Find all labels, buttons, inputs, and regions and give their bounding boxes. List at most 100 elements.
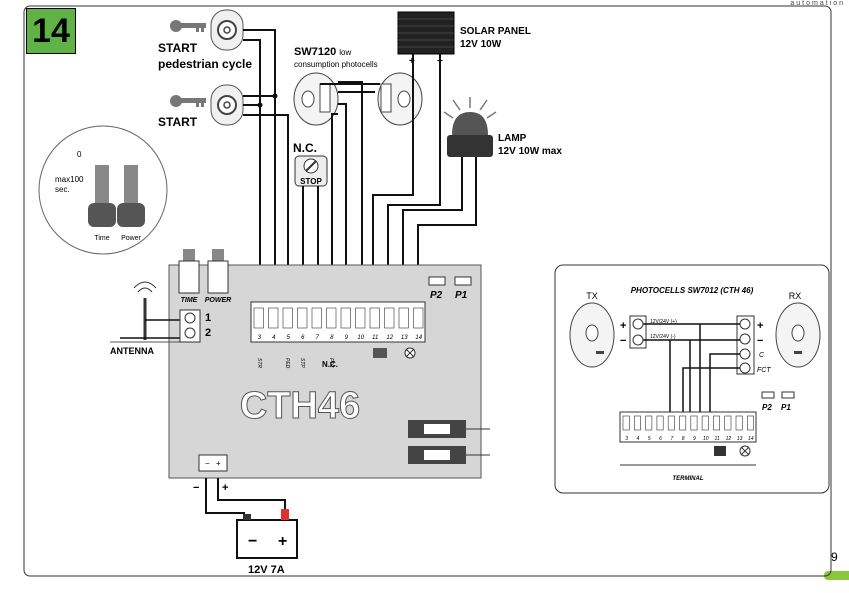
solar-panel: [397, 11, 455, 55]
inset-p2-label: P2: [762, 403, 772, 412]
terminal-cell: [633, 415, 641, 431]
tag-stp: STP: [299, 358, 305, 368]
terminal-cell: [384, 307, 395, 329]
trimmer-knobs-illustration: 0 max100 sec. Time Power: [38, 125, 168, 255]
inset-tx-label: TX: [586, 291, 598, 301]
terminal-cell: [340, 307, 351, 329]
inset-terminal-block: [619, 411, 757, 443]
antenna-pin-2: 2: [205, 327, 211, 339]
key-icon: [170, 20, 206, 32]
key-icon: [170, 95, 206, 107]
relay-1: [408, 420, 490, 438]
inset-solar-icon: [714, 446, 726, 456]
inset-title: PHOTOCELLS SW7012 (CTH 46): [631, 286, 754, 295]
relay-2: [408, 446, 490, 464]
key-switch-pedestrian: [170, 9, 244, 51]
lamp-label: LAMP: [498, 133, 527, 144]
terminal-cell: [398, 307, 409, 329]
knob-power-label: Power: [121, 235, 142, 242]
inset-c-label: C: [759, 352, 765, 359]
start-label: START: [158, 115, 198, 129]
pedestrian-cycle-label: pedestrian cycle: [158, 57, 252, 71]
terminal-cell: [679, 415, 687, 431]
terminal-number: 13: [737, 436, 743, 442]
solar-terminal-icon: [373, 348, 387, 358]
terminal-number: 11: [372, 335, 378, 341]
brand-text: automation: [790, 0, 845, 7]
terminal-number: 13: [401, 335, 408, 341]
inset-p1-label: P1: [781, 403, 791, 412]
page-frame: [23, 5, 832, 577]
terminal-number: 5: [648, 436, 651, 442]
terminal-number: 8: [682, 436, 685, 442]
figure-number-badge: 14: [26, 8, 76, 54]
terminal-cell: [355, 307, 366, 329]
stop-label: STOP: [300, 177, 322, 186]
terminal-number: 4: [637, 436, 640, 442]
tag-str: STR: [256, 358, 262, 368]
solar-panel-label: SOLAR PANEL: [460, 26, 531, 37]
terminal-number: 7: [670, 436, 673, 442]
terminal-number: 10: [357, 335, 364, 341]
inset-photocell-tx: [569, 302, 615, 368]
terminal-cell: [724, 415, 732, 431]
connector-minus: −: [205, 459, 210, 468]
inset-tx-minus: −: [620, 335, 626, 347]
terminal-cell: [282, 307, 293, 329]
p2-label: P2: [430, 290, 443, 301]
terminal-cell: [645, 415, 653, 431]
inset-rx-label: RX: [789, 291, 802, 301]
terminal-cell: [311, 307, 322, 329]
knob-max-label: max100: [55, 175, 84, 184]
terminal-number: 4: [272, 335, 276, 341]
terminal-cell: [369, 307, 380, 329]
terminal-number: 9: [345, 335, 349, 341]
board-plus: +: [222, 482, 228, 494]
inset-vminus-label: 12V/24V (-): [650, 334, 676, 340]
inset-rx-plus: +: [757, 320, 763, 332]
figure-number: 14: [32, 11, 70, 50]
terminal-cell: [253, 307, 264, 329]
antenna-label: ANTENNA: [110, 346, 154, 356]
page-number: 9: [831, 550, 838, 564]
sw7120-sub-label: consumption photocells: [294, 60, 378, 69]
inset-fct-label: FCT: [757, 367, 771, 374]
photocell-rx: [377, 72, 423, 126]
terminal-number: 9: [693, 436, 696, 442]
terminal-number: 12: [726, 436, 732, 442]
inset-photocell-rx: [775, 302, 821, 368]
connector-plus: +: [216, 459, 221, 468]
terminal-cell: [622, 415, 630, 431]
battery-connector: [198, 454, 228, 472]
board-minus: −: [193, 482, 199, 494]
battery-label: 12V 7A: [248, 564, 285, 576]
terminal-cell: [746, 415, 754, 431]
knob-sec-label: sec.: [55, 185, 70, 194]
inset-rx-minus: −: [757, 335, 763, 347]
page-tab: [824, 571, 849, 580]
terminal-number: 6: [301, 335, 305, 341]
nc-stop-label: N.C.: [293, 141, 317, 155]
terminal-number: 5: [287, 335, 291, 341]
sw7120-label: SW7120 low: [294, 46, 351, 58]
terminal-cell: [735, 415, 743, 431]
board-title: CTH46: [240, 385, 360, 427]
terminal-number: 3: [625, 436, 628, 442]
tag-ftc: FTC: [328, 358, 334, 368]
battery-plus: +: [278, 533, 287, 550]
terminal-number: 3: [258, 335, 262, 341]
terminal-block: [250, 301, 426, 343]
terminal-tags: STR PED STP FTC: [256, 358, 334, 369]
terminal-cell: [690, 415, 698, 431]
terminal-number: 12: [386, 335, 393, 341]
stop-button: STOP: [294, 155, 328, 187]
inset-vplus-label: 12V/24V (+): [650, 319, 677, 325]
control-board: [168, 264, 482, 479]
terminal-cell: [701, 415, 709, 431]
inset-wires: [643, 323, 740, 416]
knob-zero-label: 0: [77, 150, 82, 159]
lamp-terminal-icon: [404, 347, 416, 359]
